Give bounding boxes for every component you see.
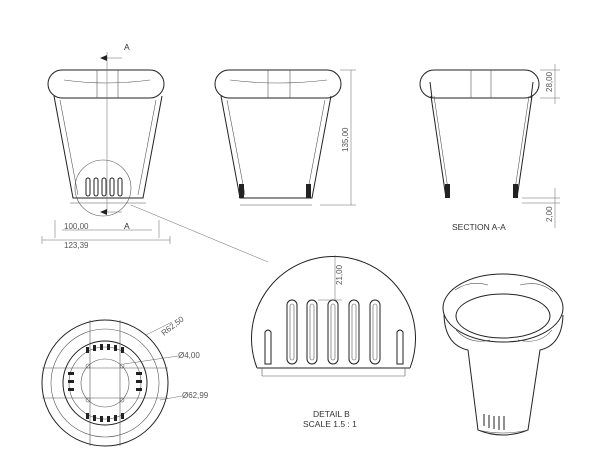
detail-view: 21,00 DETAIL B SCALE 1.5 : 1 — [251, 255, 416, 429]
dim-height: 135,00 — [341, 127, 350, 152]
front-view: A A 100,00 123,39 — [41, 42, 269, 263]
detail-slots — [264, 299, 404, 365]
dim-inner-width: 100,00 — [64, 222, 89, 231]
side-view: 135,00 — [214, 69, 356, 206]
front-slots — [85, 177, 123, 197]
iso-slots — [483, 414, 505, 430]
isometric-view — [442, 273, 564, 436]
detail-label: DETAIL B — [313, 409, 350, 419]
detail-scale: SCALE 1.5 : 1 — [303, 419, 357, 429]
dim-slot: 21,00 — [335, 264, 344, 285]
bottom-view: R62,50 Ø4,00 Ø62,99 — [41, 314, 209, 447]
dim-hole: Ø4,00 — [178, 351, 200, 360]
section-label: SECTION A-A — [452, 222, 506, 232]
section-view: 28,00 2,00 SECTION A-A — [419, 64, 560, 232]
section-label-top: A — [124, 42, 130, 52]
dim-outer-width: 123,39 — [64, 241, 89, 250]
section-label-bottom: A — [124, 221, 130, 231]
dim-diameter: Ø62,99 — [182, 391, 209, 400]
dim-base: 2,00 — [545, 206, 554, 222]
bottom-drain-slots — [68, 344, 142, 422]
dim-rim: 28,00 — [545, 71, 554, 92]
